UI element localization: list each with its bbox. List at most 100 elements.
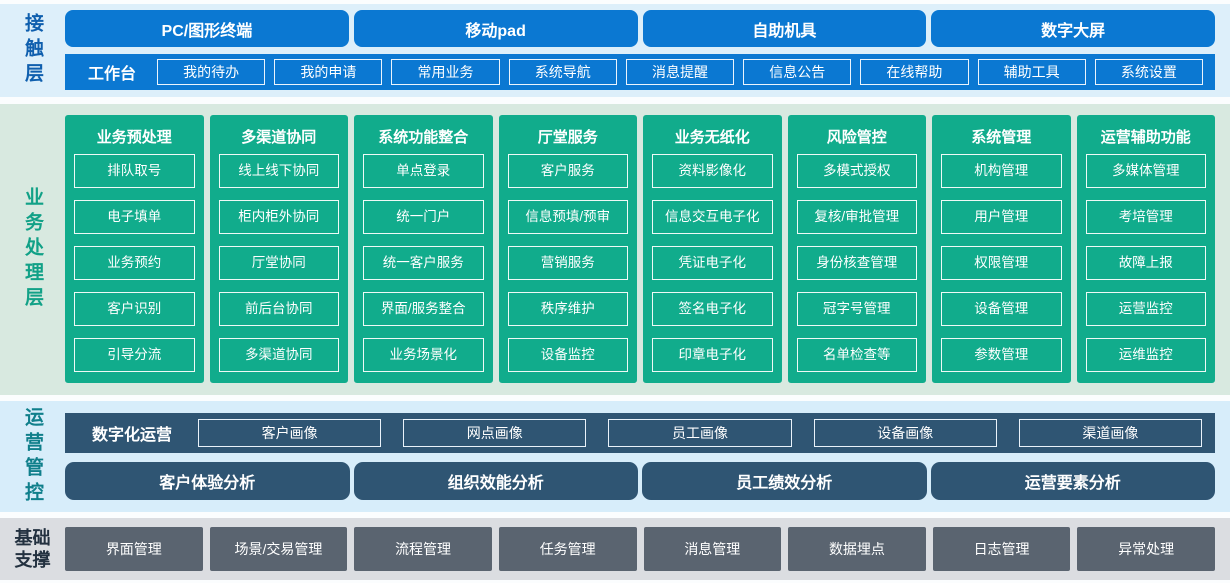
business-column-hall-service: 厅堂服务 客户服务信息预填/预审营销服务秩序维护设备监控 xyxy=(498,115,637,383)
profile-item: 客户画像 xyxy=(198,419,382,447)
foundation-items: 界面管理场景/交易管理流程管理任务管理消息管理数据埋点日志管理异常处理 xyxy=(65,518,1230,580)
workbench-item: 系统导航 xyxy=(508,59,617,85)
operations-control-layer: 运营管控 数字化运营 客户画像网点画像员工画像设备画像渠道画像 客户体验分析组织… xyxy=(0,401,1230,512)
ops-layer-content: 数字化运营 客户画像网点画像员工画像设备画像渠道画像 客户体验分析组织效能分析员… xyxy=(65,401,1230,512)
workbench-item: 我的申请 xyxy=(274,59,383,85)
business-function-item: 排队取号 xyxy=(74,154,195,188)
business-column-title: 运营辅助功能 xyxy=(1100,128,1191,146)
foundation-item: 消息管理 xyxy=(643,527,782,571)
business-function-item: 前后台协同 xyxy=(218,292,339,326)
business-column-multi-channel: 多渠道协同 线上线下协同柜内柜外协同厅堂协同前后台协同多渠道协同 xyxy=(209,115,348,383)
terminal-button: 自助机具 xyxy=(642,10,927,47)
analysis-item: 组织效能分析 xyxy=(353,462,638,500)
business-column-title: 厅堂服务 xyxy=(537,128,598,146)
digital-ops-label: 数字化运营 xyxy=(92,427,173,444)
analysis-item: 客户体验分析 xyxy=(65,462,350,500)
business-function-item: 界面/服务整合 xyxy=(363,292,484,326)
business-function-item: 营销服务 xyxy=(507,246,628,280)
business-column-pre-processing: 业务预处理 排队取号电子填单业务预约客户识别引导分流 xyxy=(65,115,204,383)
business-function-item: 身份核查管理 xyxy=(796,246,917,280)
workbench-item: 辅助工具 xyxy=(977,59,1086,85)
terminal-button: PC/图形终端 xyxy=(65,10,349,47)
business-function-item: 资料影像化 xyxy=(652,154,773,188)
contact-layer-label: 接触层 xyxy=(22,13,43,88)
workbench-items: 我的待办我的申请常用业务系统导航消息提醒信息公告在线帮助辅助工具系统设置 xyxy=(157,59,1203,85)
business-column-paperless: 业务无纸化 资料影像化信息交互电子化凭证电子化签名电子化印章电子化 xyxy=(643,115,782,383)
business-function-item: 客户服务 xyxy=(507,154,628,188)
business-processing-layer: 业务处理层 业务预处理 排队取号电子填单业务预约客户识别引导分流 多渠道协同 线… xyxy=(0,104,1230,395)
business-function-item: 业务预约 xyxy=(74,246,195,280)
business-function-item: 统一客户服务 xyxy=(363,246,484,280)
business-function-item: 印章电子化 xyxy=(652,338,773,372)
terminal-button: 移动pad xyxy=(353,10,638,47)
business-columns: 业务预处理 排队取号电子填单业务预约客户识别引导分流 多渠道协同 线上线下协同柜… xyxy=(65,104,1230,395)
workbench-item: 我的待办 xyxy=(157,59,266,85)
business-function-item: 用户管理 xyxy=(941,200,1062,234)
foundation-layer-label-col: 基础支撑 xyxy=(0,518,65,580)
business-column-title: 系统功能整合 xyxy=(378,128,469,146)
profile-item: 网点画像 xyxy=(403,419,587,447)
foundation-support-layer: 基础支撑 界面管理场景/交易管理流程管理任务管理消息管理数据埋点日志管理异常处理 xyxy=(0,518,1230,580)
business-function-item: 多渠道协同 xyxy=(218,338,339,372)
business-column-title: 风险管控 xyxy=(826,128,887,146)
profile-items: 客户画像网点画像员工画像设备画像渠道画像 xyxy=(198,419,1203,447)
foundation-item: 任务管理 xyxy=(498,527,637,571)
business-function-item: 引导分流 xyxy=(74,338,195,372)
business-column-title: 系统管理 xyxy=(971,128,1032,146)
business-column-title: 多渠道协同 xyxy=(241,128,317,146)
business-function-item: 复核/审批管理 xyxy=(796,200,917,234)
business-function-item: 业务场景化 xyxy=(363,338,484,372)
business-function-item: 单点登录 xyxy=(363,154,484,188)
contact-layer-label-col: 接触层 xyxy=(0,4,65,97)
workbench-bar: 工作台 我的待办我的申请常用业务系统导航消息提醒信息公告在线帮助辅助工具系统设置 xyxy=(65,54,1215,90)
workbench-item: 消息提醒 xyxy=(625,59,735,85)
business-function-item: 多媒体管理 xyxy=(1085,154,1206,188)
business-function-item: 客户识别 xyxy=(74,292,195,326)
business-function-item: 参数管理 xyxy=(941,338,1062,372)
business-function-item: 统一门户 xyxy=(363,200,484,234)
business-function-item: 秩序维护 xyxy=(507,292,628,326)
business-function-item: 多模式授权 xyxy=(796,154,917,188)
business-layer-label: 业务处理层 xyxy=(22,187,43,312)
business-column-title: 业务预处理 xyxy=(96,128,172,146)
business-function-item: 线上线下协同 xyxy=(218,154,339,188)
profile-item: 设备画像 xyxy=(813,419,997,447)
ops-layer-label: 运营管控 xyxy=(22,406,43,507)
foundation-item: 场景/交易管理 xyxy=(209,527,348,571)
workbench-item: 系统设置 xyxy=(1094,59,1203,85)
foundation-item: 日志管理 xyxy=(932,527,1071,571)
business-function-item: 信息预填/预审 xyxy=(507,200,628,234)
workbench-item: 常用业务 xyxy=(391,59,500,85)
business-function-item: 运营监控 xyxy=(1085,292,1206,326)
business-function-item: 权限管理 xyxy=(941,246,1062,280)
foundation-layer-label: 基础支撑 xyxy=(14,527,51,571)
workbench-item: 在线帮助 xyxy=(860,59,969,85)
workbench-item: 信息公告 xyxy=(743,59,852,85)
business-column-risk-control: 风险管控 多模式授权复核/审批管理身份核查管理冠字号管理名单检查等 xyxy=(787,115,926,383)
business-function-item: 冠字号管理 xyxy=(796,292,917,326)
business-function-item: 运维监控 xyxy=(1085,338,1206,372)
profile-item: 员工画像 xyxy=(608,419,792,447)
business-function-item: 机构管理 xyxy=(941,154,1062,188)
digital-ops-bar: 数字化运营 客户画像网点画像员工画像设备画像渠道画像 xyxy=(65,413,1215,453)
business-function-item: 信息交互电子化 xyxy=(652,200,773,234)
analysis-item: 员工绩效分析 xyxy=(642,462,927,500)
business-function-item: 厅堂协同 xyxy=(218,246,339,280)
foundation-item: 异常处理 xyxy=(1077,527,1215,571)
business-column-system-management: 系统管理 机构管理用户管理权限管理设备管理参数管理 xyxy=(932,115,1071,383)
business-column-ops-auxiliary: 运营辅助功能 多媒体管理考培管理故障上报运营监控运维监控 xyxy=(1076,115,1215,383)
business-function-item: 故障上报 xyxy=(1085,246,1206,280)
business-function-item: 设备管理 xyxy=(941,292,1062,326)
business-function-item: 设备监控 xyxy=(507,338,628,372)
profile-item: 渠道画像 xyxy=(1018,419,1203,447)
business-function-item: 签名电子化 xyxy=(652,292,773,326)
business-layer-label-col: 业务处理层 xyxy=(0,104,65,395)
terminal-button: 数字大屏 xyxy=(931,10,1215,47)
foundation-item: 数据埋点 xyxy=(788,527,926,571)
workbench-label: 工作台 xyxy=(87,66,136,83)
business-function-item: 柜内柜外协同 xyxy=(218,200,339,234)
ops-layer-label-col: 运营管控 xyxy=(0,401,65,512)
